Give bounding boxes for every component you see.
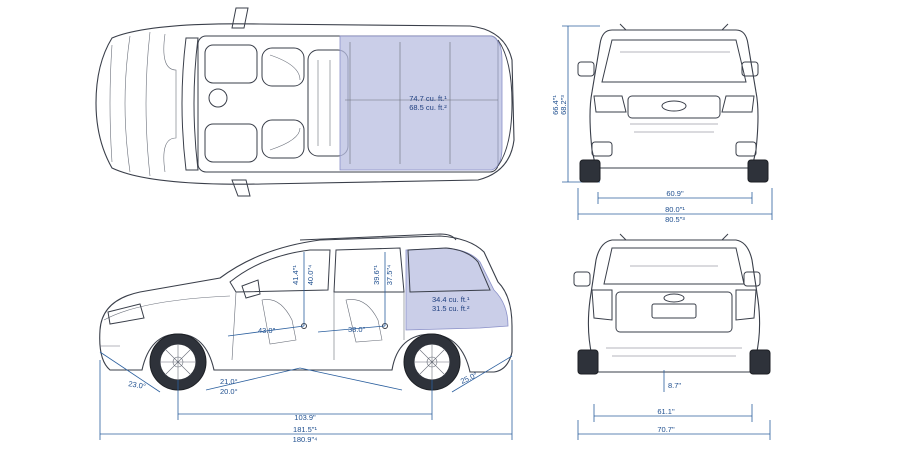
breakover-angle-2: 20.0°: [220, 387, 238, 396]
front-height-2: 68.2"³: [559, 95, 568, 115]
top-cargo-volume-1: 74.7 cu. ft.¹: [409, 94, 447, 103]
ground-clearance: 8.7": [668, 381, 681, 390]
top-cargo-volume-2: 68.5 cu. ft.²: [409, 103, 447, 112]
front-height-1: 66.4"¹: [551, 95, 560, 115]
side-cargo-volume-1: 34.4 cu. ft.¹: [432, 295, 470, 304]
side-legroom-front: 43.0": [258, 326, 276, 335]
rear-view: 8.7" 61.1" 70.7": [573, 233, 771, 440]
side-headroom-rear-2: 37.5"⁴: [385, 265, 394, 285]
approach-angle: 23.0°: [128, 379, 147, 391]
front-track: 60.9": [666, 189, 684, 198]
side-view: 41.4"¹ 40.0"⁴ 39.6"¹ 37.5"⁴ 34.4 cu. ft.…: [99, 233, 513, 444]
overall-length-1: 181.5"¹: [293, 425, 317, 434]
breakover-angle-1: 21.0°: [220, 377, 238, 386]
side-headroom-rear-1: 39.6"¹: [372, 265, 381, 285]
front-view: 66.4"¹ 68.2"³ 60.9" 80.0"¹ 80.5"³: [551, 23, 773, 224]
front-width-2: 80.5"³: [665, 215, 685, 224]
side-headroom-front-1: 41.4"¹: [291, 265, 300, 285]
side-legroom-rear: 38.0": [348, 325, 366, 334]
top-view: 74.7 cu. ft.¹ 68.5 cu. ft.²: [95, 7, 515, 197]
departure-angle: 25.0°: [459, 370, 479, 386]
rear-width: 70.7": [657, 425, 675, 434]
side-cargo-volume-2: 31.5 cu. ft.²: [432, 304, 470, 313]
wheelbase: 103.9": [294, 413, 316, 422]
overall-length-2: 180.9"⁴: [293, 435, 318, 444]
rear-track: 61.1": [657, 407, 675, 416]
side-headroom-front-2: 40.0"⁴: [306, 265, 315, 285]
front-width-1: 80.0"¹: [665, 205, 685, 214]
